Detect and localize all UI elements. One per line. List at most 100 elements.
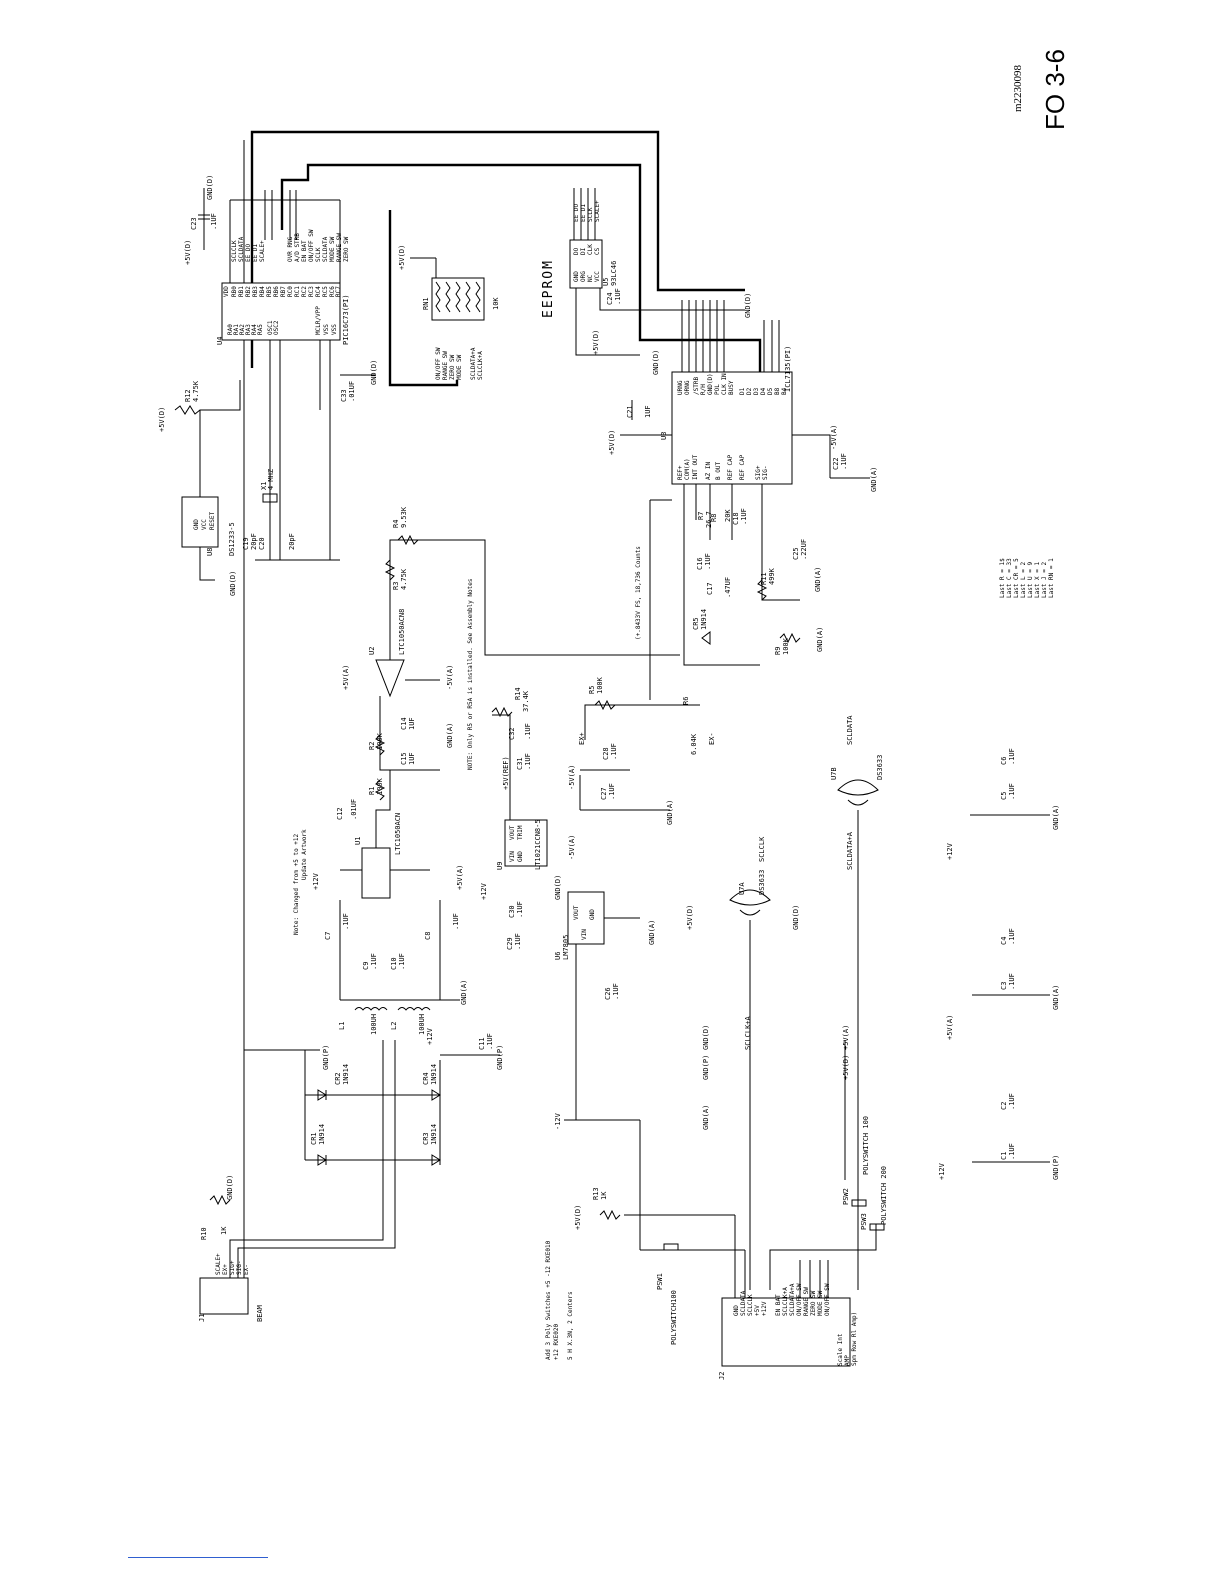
- mcu-pin: OSC1: [267, 320, 274, 335]
- logic-line: Last J = 2: [1041, 561, 1048, 598]
- c20-label: C20: [258, 537, 266, 550]
- c31-value: .1UF: [524, 753, 532, 770]
- resistor-r1: [374, 779, 386, 801]
- logic-line: Last L = 2: [1020, 561, 1027, 598]
- adc-pin: D3: [753, 387, 760, 395]
- cr5-value: 1N914: [700, 609, 708, 630]
- eeprom-ref: U5: [602, 278, 610, 286]
- eeprom-pin: CS: [594, 247, 601, 255]
- j2-note: AMP: [844, 1355, 851, 1366]
- j2-pin: RANGE SW: [803, 1287, 810, 1316]
- diode-cr3: [431, 1154, 441, 1166]
- c21-value: 1UF: [644, 405, 652, 418]
- connector-j1: [199, 1277, 249, 1315]
- adc-chip: [671, 371, 793, 485]
- c28-value: .1UF: [610, 743, 618, 760]
- adc-pin: SIG+: [755, 465, 762, 480]
- resistor-r10: [209, 1194, 231, 1206]
- holes-note: 5 H X.3N, 2 Centers: [567, 1291, 574, 1360]
- c25-value: .22UF: [800, 539, 808, 560]
- rn1-value: 10K: [492, 297, 500, 310]
- c29-label: C29: [506, 937, 514, 950]
- l1-label: L1: [338, 1022, 346, 1030]
- c10-value: .1UF: [398, 953, 406, 970]
- u6-pin: VIN: [581, 929, 588, 940]
- c26-value: .1UF: [612, 983, 620, 1000]
- polyswitch-psw3: [869, 1223, 885, 1231]
- mcu-net: SCLK: [315, 247, 322, 262]
- c22-gnd: GND(A): [870, 467, 878, 492]
- eeprom-pin: DO: [573, 247, 580, 255]
- r9-label: R9: [774, 647, 782, 655]
- mcu-net: ZERO SW: [343, 236, 350, 262]
- mcu-pin: RB0: [231, 286, 238, 297]
- x1-label: X1: [260, 482, 268, 490]
- neg12-label: -12V: [554, 1112, 562, 1130]
- u6-vneg: -5V(A): [568, 835, 576, 860]
- adc-pin: B4: [781, 387, 788, 395]
- r9-value: 100K: [782, 637, 790, 655]
- r14-value: 37.4K: [522, 690, 530, 712]
- eeprom-pin: VCC: [594, 271, 601, 282]
- inductor-l1: [354, 1007, 388, 1011]
- u7a-ref: U7A: [738, 882, 746, 895]
- c11-value: .1UF: [486, 1033, 494, 1050]
- eeprom-chip: [569, 239, 603, 289]
- resistor-r14: [491, 706, 513, 718]
- j1-wire: [229, 1040, 384, 1278]
- mcu-pin: RC0: [287, 286, 294, 297]
- c11-v12: +12V: [426, 1027, 434, 1045]
- logic-line: Last CR = 5: [1013, 558, 1020, 598]
- logic-table: Last R = 1$ Last C = 33 Last CR = 5 Last…: [999, 558, 1055, 598]
- j1-pin: EX+: [222, 1264, 229, 1275]
- r2-label: R2: [368, 742, 376, 750]
- va-label: +5V(A): [842, 1025, 850, 1050]
- u9-pin: VOUT: [509, 825, 516, 840]
- adc-pin: B8: [774, 387, 781, 395]
- mcu-top-nets: SCLCLK SCLDATA EE DO EE DI SCALE+ OVR RN…: [231, 233, 301, 262]
- mcu-net: SCLDATA: [238, 236, 245, 262]
- c28-label: C28: [602, 747, 610, 760]
- gnd-p-label: GND(P): [702, 1055, 710, 1080]
- logic-line: Last U = 9: [1027, 561, 1034, 598]
- psw3-label: PSW3: [860, 1213, 868, 1230]
- mcu-right-pins: VDD RB0 RB1 RB2 RB3 RB4 RB5 RB6 RB7 RC0 …: [223, 286, 342, 297]
- reset-part: DS1233-5: [228, 522, 236, 556]
- mcu-pin: RB1: [238, 286, 245, 297]
- cr4-label: CR4: [422, 1072, 430, 1085]
- rn1-vd: +5V(D): [398, 245, 406, 270]
- cr3-value: 1N914: [430, 1124, 438, 1145]
- diode-cr5: [701, 631, 711, 645]
- r1-label: R1: [368, 787, 376, 795]
- c16-value: .1UF: [704, 553, 712, 570]
- bus-eeprom-data: [280, 163, 762, 395]
- u9-vref: +5V(REF): [502, 756, 510, 790]
- c32-label: C32: [508, 727, 516, 740]
- l2-value: 100UH: [418, 1014, 426, 1035]
- r13-value: 1K: [600, 1191, 608, 1200]
- u9-pin: GND: [517, 851, 524, 862]
- adc-pin: REF+: [677, 465, 684, 480]
- u2-va: +5V(A): [342, 665, 350, 690]
- c6-value: .1UF: [1008, 748, 1016, 765]
- cr2-label: CR2: [334, 1072, 342, 1085]
- c1-label: C1: [1000, 1152, 1008, 1160]
- rn1-nets: ON/OFF SW RANGE SW ZERO SW MODE SW SCLDA…: [435, 347, 484, 380]
- cr4-value: 1N914: [430, 1064, 438, 1085]
- rn1-ref: RN1: [422, 297, 430, 310]
- r12-vd: +5V(D): [158, 407, 166, 432]
- c9-value: .1UF: [370, 953, 378, 970]
- j2-pin: EN BAT: [775, 1294, 782, 1316]
- c2-label: C2: [1000, 1102, 1008, 1110]
- cr1-label: CR1: [310, 1132, 318, 1145]
- mcu-pin: RC1: [294, 286, 301, 297]
- u9-v12: +12V: [480, 882, 488, 900]
- r5-wire: [584, 704, 700, 740]
- j2-pin: ON/OFF SW: [796, 1283, 803, 1316]
- mcu-pin: RA3: [245, 324, 252, 335]
- c17-value: .47UF: [724, 577, 732, 598]
- inductor-l2: [397, 1007, 431, 1011]
- u6-pin: VOUT: [573, 905, 580, 920]
- filter-gnd: GND(A): [460, 980, 468, 1005]
